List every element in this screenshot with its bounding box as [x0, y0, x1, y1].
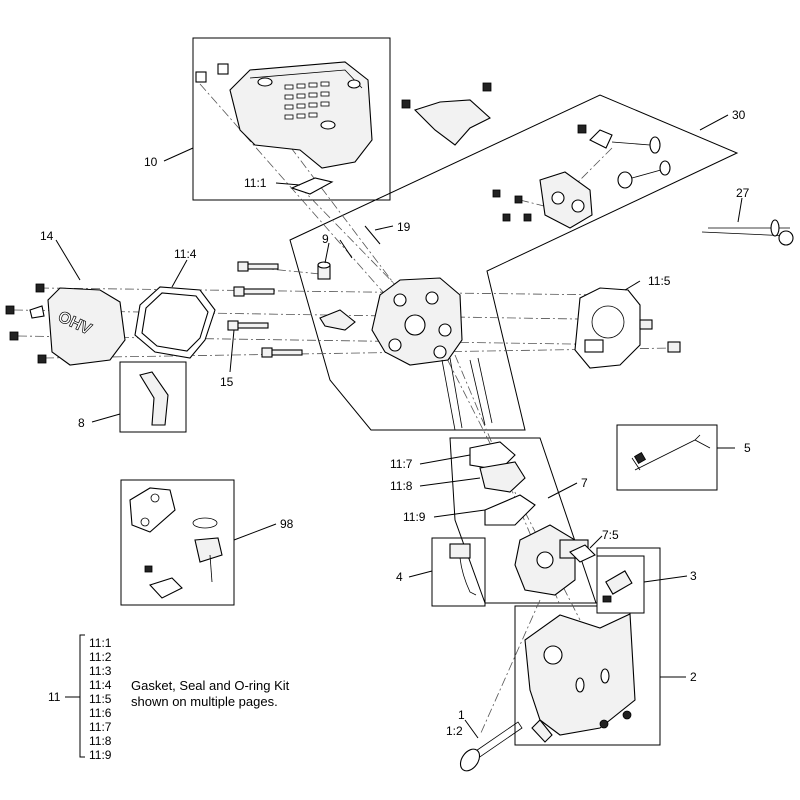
kit-item: 11:7: [89, 720, 112, 734]
head-gasket-part: [574, 287, 681, 369]
callout-11-1: 11:1: [244, 176, 267, 190]
frame-governor-rod-5: [616, 424, 718, 491]
kit-note-line-1: Gasket, Seal and O-ring Kit: [131, 678, 290, 693]
air-cleaner-part: [524, 613, 636, 743]
callout-11-9: 11:9: [403, 510, 426, 524]
primer-part: [449, 543, 477, 596]
kit-item: 11:4: [89, 678, 112, 692]
valve-train-parts: [401, 82, 671, 229]
callout-7: 7: [581, 476, 588, 490]
frame-carburetor-7: [449, 437, 597, 604]
governor-rod-part: [631, 434, 711, 471]
elbow-part: [602, 570, 633, 603]
dipstick-part: [459, 721, 523, 772]
callout-11-4: 11:4: [174, 247, 197, 261]
callout-15: 15: [220, 375, 234, 389]
kit-note-line-2: shown on multiple pages.: [131, 694, 278, 709]
head-bolts-part: [227, 261, 303, 358]
frame-primer-4: [431, 537, 486, 607]
kit-item: 11:5: [89, 692, 112, 706]
callout-1-2: 1:2: [446, 724, 463, 738]
rocker-cover-part: OHV: [5, 283, 126, 366]
callout-19: 19: [397, 220, 411, 234]
callout-9: 9: [322, 232, 329, 246]
air-shroud-part: [195, 61, 373, 195]
breather-tube-part: [139, 371, 169, 426]
callout-7-5: 7:5: [602, 528, 619, 542]
frame-fuel-valve-98: [120, 479, 235, 606]
push-rods-part: [701, 219, 794, 246]
callout-5: 5: [744, 441, 751, 455]
kit-item: 11:6: [89, 706, 112, 720]
frame-breather-tube-8: [119, 361, 187, 433]
kit-item: 11:1: [89, 636, 112, 650]
kit-item: 11:3: [89, 664, 112, 678]
kit-item: 11:2: [89, 650, 112, 664]
callout-4: 4: [396, 570, 403, 584]
callout-10: 10: [144, 155, 158, 169]
intake-parts: [469, 441, 596, 596]
callout-14: 14: [40, 229, 54, 243]
callout-1: 1: [458, 708, 465, 722]
kit-item: 11:9: [89, 748, 112, 762]
callout-3: 3: [690, 569, 697, 583]
callout-11-8: 11:8: [390, 479, 413, 493]
callout-2: 2: [690, 670, 697, 684]
callout-30: 30: [732, 108, 746, 122]
kit-item: 11:8: [89, 734, 112, 748]
kit-legend-list: 11:1 11:2 11:3 11:4 11:5 11:6 11:7 11:8 …: [89, 636, 112, 762]
fuel-valve-kit-part: [129, 487, 223, 599]
cylinder-head-part: [317, 225, 493, 431]
frame-air-shroud-10: [192, 37, 391, 201]
frame-elbow-3: [596, 555, 645, 614]
callout-8: 8: [78, 416, 85, 430]
callout-11-7: 11:7: [390, 457, 413, 471]
callout-11: 11: [48, 690, 61, 704]
callout-98: 98: [280, 517, 294, 531]
callout-11-5: 11:5: [648, 274, 671, 288]
rocker-gasket-inner: [141, 292, 209, 352]
leader-lines: [55, 114, 743, 739]
governor-spring-part: [633, 451, 647, 465]
callout-27: 27: [736, 186, 750, 200]
kit-legend-bracket: [65, 634, 85, 758]
